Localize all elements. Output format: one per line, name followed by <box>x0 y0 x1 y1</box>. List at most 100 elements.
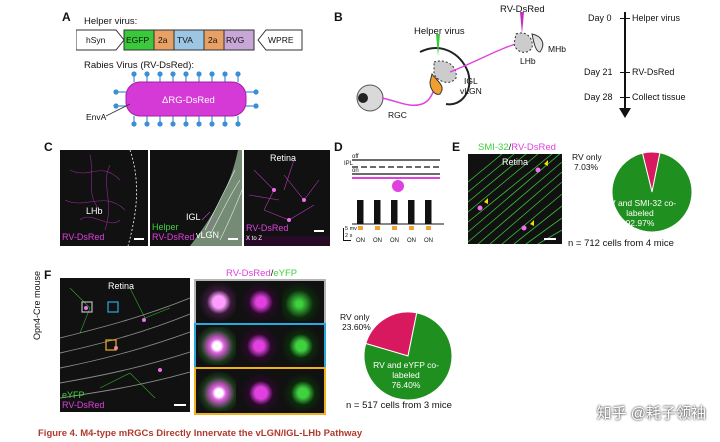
retina-f-channel-eyfp: eYFP <box>62 390 85 400</box>
timeline-day-2: Day 28 <box>584 92 613 102</box>
rv-dsred-label: RV-DsRed <box>500 4 545 15</box>
brain-outline <box>419 47 471 106</box>
rabies-virion-diagram <box>113 71 259 127</box>
igl-vlgn-scale-bar <box>228 238 238 240</box>
pie-chart-e <box>611 151 693 233</box>
lhb-scale-bar <box>134 238 144 240</box>
construct-label-2a-1: 2a <box>158 35 168 45</box>
pie-e-footnote: n = 712 cells from 4 mice <box>568 238 674 249</box>
ipl-layer-ipl: IPL <box>344 161 354 167</box>
rabies-virion-label: ΔRG-DsRed <box>162 95 215 106</box>
construct-label-rvg: RVG <box>226 35 245 45</box>
lhb-label: LHb <box>520 56 536 66</box>
pie-slice-co-labeled <box>611 152 693 233</box>
mhb-label: MHb <box>548 44 566 54</box>
helper-virus-label: Helper virus <box>414 26 465 37</box>
inset-row-gray <box>194 279 326 325</box>
stimulus-marker <box>426 226 431 230</box>
retina-f-scale-bar <box>174 404 186 406</box>
timeline-day-1: Day 21 <box>584 67 613 77</box>
helper-virus-needle <box>436 34 440 56</box>
construct-label-wpre: WPRE <box>268 35 294 45</box>
timeline-event-2: Collect tissue <box>632 92 686 102</box>
inset-yellow-rv <box>240 371 278 411</box>
timeline-tick-1 <box>620 72 630 73</box>
timeline-tick-0 <box>620 18 630 19</box>
helper-construct-diagram <box>76 29 303 51</box>
pie-slice-rv-only <box>365 311 418 357</box>
smi32-title-smi32: SMI-32 <box>478 142 509 153</box>
retina-f-texture <box>60 287 190 399</box>
timeline-day-0: Day 0 <box>588 13 612 23</box>
timeline-tick-2 <box>620 97 630 98</box>
igl-vlgn-channel-rv: RV-DsRed <box>152 232 195 242</box>
stim-label-4: ON <box>424 238 433 244</box>
micrograph-retina-f: Retina eYFP RV-DsRed <box>60 278 190 412</box>
igl-micrograph-label: IGL <box>186 212 201 222</box>
mhb-region <box>531 33 544 53</box>
lhb-micrograph-label: LHb <box>86 206 103 216</box>
retina-c-texture <box>244 159 330 246</box>
igl-vlgn-texture <box>190 150 242 246</box>
lhb-texture <box>64 150 137 246</box>
construct-label-tva: TVA <box>177 35 193 45</box>
stimulus-marker <box>409 226 414 230</box>
scale-bar-vertical <box>343 228 344 240</box>
lhb-micrograph-channel: RV-DsRed <box>62 232 105 242</box>
pie-f-footnote: n = 517 cells from 3 mice <box>346 400 452 411</box>
pie-e-rv-only-label: RV only <box>572 152 602 162</box>
micrograph-retina-c: Retina RV-DsRed X to Z <box>244 150 330 246</box>
inset-row-blue <box>194 323 326 369</box>
stim-label-0: ON <box>356 238 365 244</box>
igl-region <box>433 60 457 83</box>
stimulus-marker <box>392 226 397 230</box>
smi32-image-title: SMI-32/RV-DsRed <box>478 142 556 153</box>
construct-label-egfp: EGFP <box>126 35 150 45</box>
inset-gray-eyfp <box>282 283 320 321</box>
smi32-texture <box>468 154 562 244</box>
panel-label-c: C <box>44 140 53 154</box>
scale-bar-voltage: 5 mv <box>345 226 357 232</box>
pie-chart-f <box>363 311 453 400</box>
panel-label-e: E <box>452 140 461 154</box>
vlgn-region <box>429 72 443 95</box>
smi32-scale-bar <box>544 238 556 240</box>
rabies-virus-title: Rabies Virus (RV-DsRed): <box>84 60 194 71</box>
rgc-label: RGC <box>388 110 407 120</box>
spike-train <box>357 200 432 224</box>
brain-circuit-diagram <box>356 12 544 112</box>
igl-vlgn-channel-helper: Helper <box>152 222 179 232</box>
rabies-virion-body <box>125 81 247 117</box>
retina-projection-axon <box>381 71 439 107</box>
retina-f-title: Retina <box>108 281 135 291</box>
spike-trace <box>352 200 444 230</box>
stim-label-3: ON <box>407 238 416 244</box>
inset-yellow-eyfp <box>282 371 320 411</box>
scale-bar-time: 2 s <box>345 233 353 239</box>
timeline-event-1: RV-DsRed <box>632 67 675 77</box>
figure-caption: Figure 4. M4-type mRGCs Directly Innerva… <box>38 428 363 439</box>
panel-label-f: F <box>44 268 52 282</box>
envelope-spikes <box>113 71 259 127</box>
construct-hsyn <box>76 29 125 51</box>
panel-label-d: D <box>334 140 343 154</box>
construct-rvg <box>223 29 255 51</box>
helper-virus-title: Helper virus: <box>84 16 138 27</box>
igl-label: IGL <box>464 76 478 86</box>
lhb-projection-axon <box>449 41 523 73</box>
smi32-title-rv: RV-DsRed <box>511 142 556 153</box>
smi32-retina-label: Retina <box>502 157 529 167</box>
watermark: 知乎 @耗子领袖 <box>596 405 706 422</box>
inset-yellow-merge <box>198 371 236 411</box>
enva-label: EnvA <box>86 112 107 122</box>
ipl-schematic <box>352 159 440 192</box>
micrograph-igl-vlgn: Helper RV-DsRed IGL vLGN <box>150 150 242 246</box>
inset-blue-merge <box>198 327 236 365</box>
pie-f-rv-only-label: RV only <box>340 312 370 322</box>
retina-c-scale-bar <box>314 230 324 232</box>
panel-label-b: B <box>334 10 343 24</box>
pie-slice-co-labeled <box>363 312 453 400</box>
construct-label-hsyn: hSyn <box>86 35 106 45</box>
retina-c-title: Retina <box>270 153 297 163</box>
